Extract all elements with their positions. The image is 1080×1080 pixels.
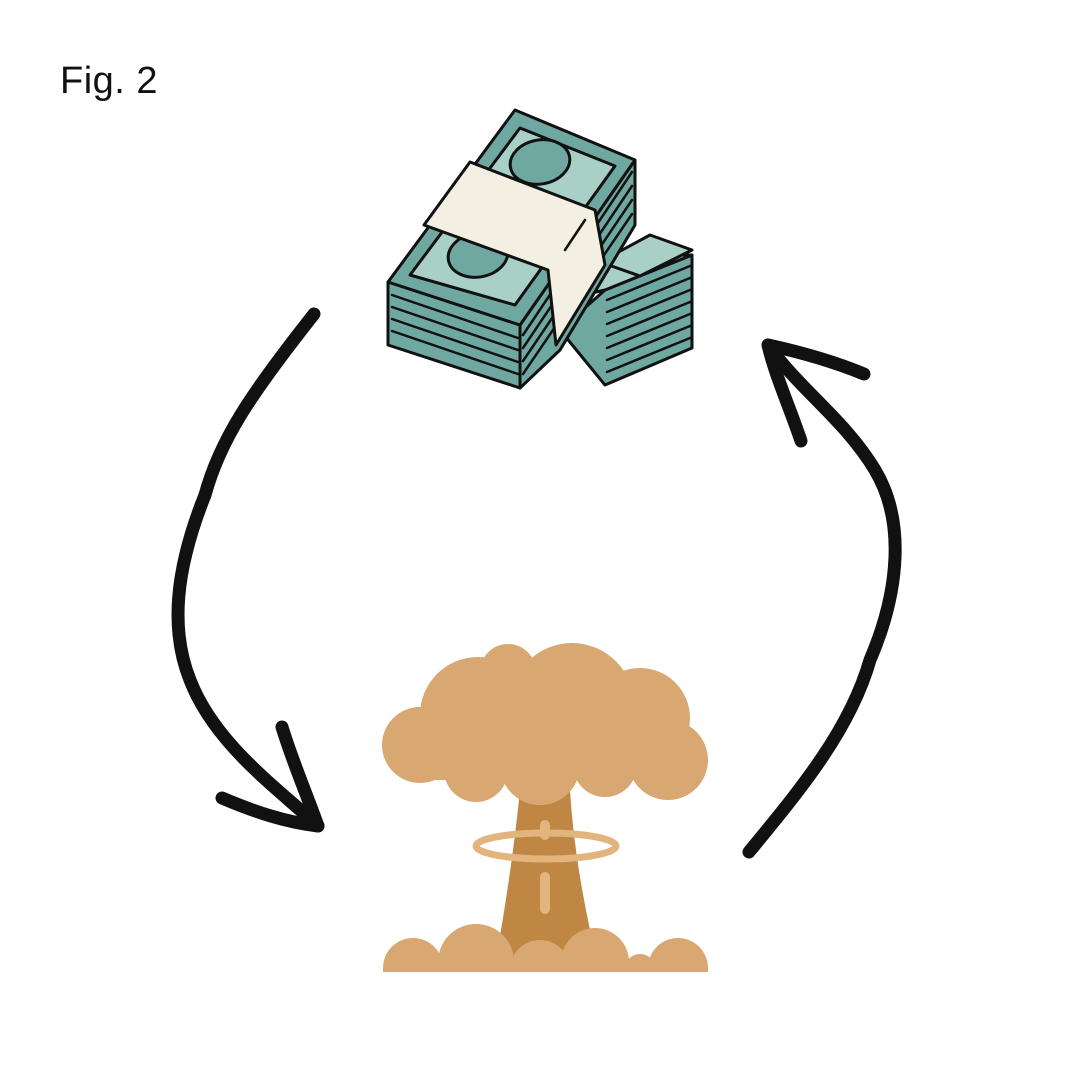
mushroom-cloud-icon — [370, 643, 720, 1032]
curved-arrow-icon — [171, 307, 325, 833]
money-stack-icon — [386, 108, 694, 390]
curved-arrow-icon — [742, 338, 902, 859]
figure-label: Fig. 2 — [60, 60, 159, 102]
